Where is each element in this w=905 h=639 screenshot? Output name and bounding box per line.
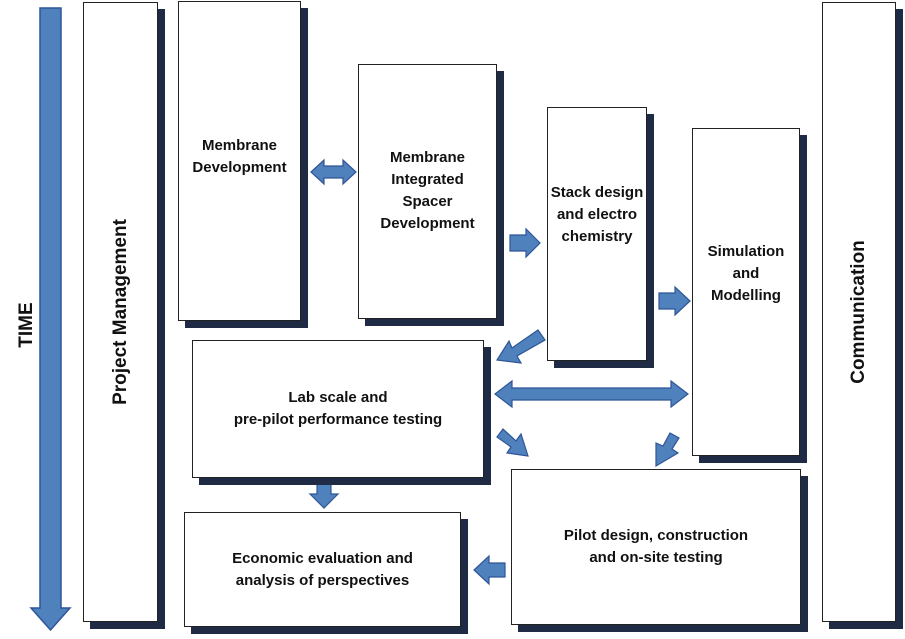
arrow-spacer-to-stack [509,227,541,259]
double-arrow-membrane-spacer [310,158,357,186]
time-label: TIME [16,302,37,348]
pilot-design-box: Pilot design, construction and on-site t… [511,469,801,625]
membrane-development-box: Membrane Development [178,1,301,321]
economic-evaluation-box: Economic evaluation and analysis of pers… [184,512,461,627]
arrow-lab-to-economic [308,483,340,509]
communication-label: Communication [848,240,869,384]
double-arrow-lab-simulation [494,379,689,409]
arrow-pilot-to-economic [473,554,506,586]
time-arrow [29,7,72,632]
arrow-simulation-to-pilot [655,432,680,468]
stack-design-box: Stack design and electro chemistry [547,107,647,361]
simulation-modelling-box: Simulation and Modelling [692,128,800,456]
arrow-stack-to-lab [495,329,546,364]
membrane-integrated-spacer-box: Membrane Integrated Spacer Development [358,64,497,319]
arrow-lab-to-pilot [496,428,529,457]
communication-box: Communication [822,2,896,622]
project-management-label: Project Management [109,219,131,405]
arrow-stack-to-simulation [658,285,691,317]
lab-scale-box: Lab scale and pre-pilot performance test… [192,340,484,478]
project-management-box: Project Management [83,2,158,622]
